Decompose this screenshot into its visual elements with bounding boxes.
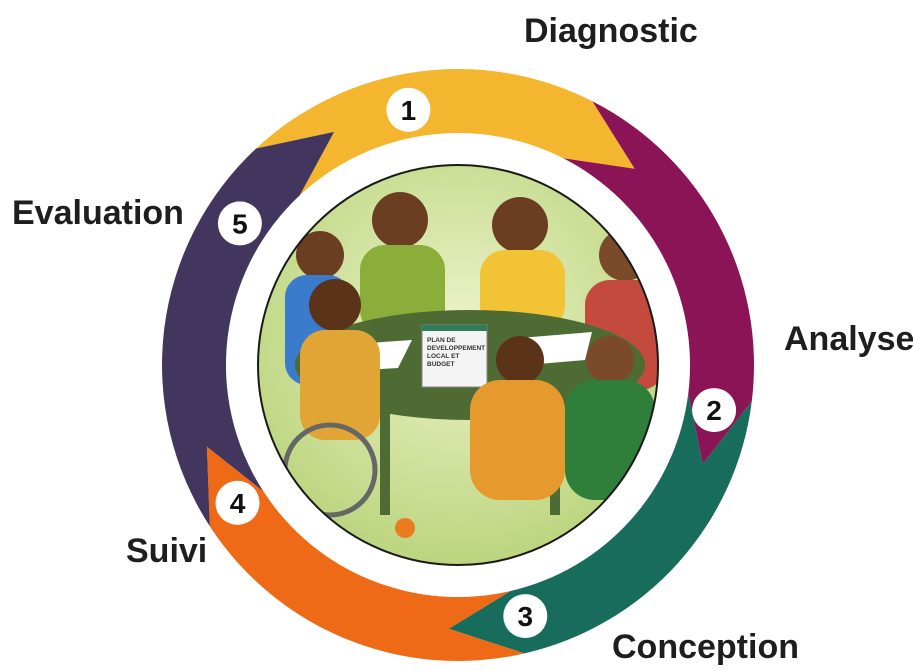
- step-badge-circle: [215, 480, 260, 525]
- step-number: 1: [401, 95, 417, 126]
- doc-line-2: DEVELOPPEMENT: [427, 345, 485, 352]
- cycle-ring: [162, 69, 755, 661]
- stage-label-evaluation: Evaluation: [12, 194, 184, 232]
- step-number: 2: [706, 395, 722, 426]
- step-badge-3: 3: [503, 594, 548, 639]
- step-number: 5: [232, 208, 248, 239]
- step-badge-1: 1: [386, 87, 431, 132]
- doc-line-3: LOCAL ET: [427, 353, 459, 360]
- step-badge-circle: [386, 87, 431, 132]
- step-number: 4: [230, 488, 246, 519]
- plan-document: PLAN DE DEVELOPPEMENT LOCAL ET BUDGET: [421, 324, 488, 388]
- cycle-arrow-diagnostic: [256, 69, 635, 196]
- cycle-arrow-evaluation: [162, 131, 335, 527]
- stage-label-conception: Conception: [612, 628, 799, 666]
- step-badges: 1 2 3 4 5: [215, 87, 737, 639]
- stage-label-analyse: Analyse: [784, 320, 913, 358]
- stage-label-diagnostic: Diagnostic: [524, 12, 698, 50]
- cycle-arrow-suivi: [206, 446, 525, 661]
- cycle-arrow-analyse: [563, 101, 755, 464]
- doc-line-1: PLAN DE: [427, 337, 456, 344]
- step-number: 3: [518, 601, 534, 632]
- person-figure: [300, 279, 380, 440]
- doc-line-4: BUDGET: [427, 361, 454, 368]
- stage-label-suivi: Suivi: [126, 532, 208, 570]
- person-figure: [480, 197, 565, 330]
- step-badge-circle: [692, 388, 737, 433]
- step-badge-2: 2: [692, 388, 737, 433]
- step-badge-circle: [217, 201, 262, 246]
- step-badge-circle: [503, 594, 548, 639]
- step-badge-5: 5: [217, 201, 262, 246]
- meeting-illustration: PLAN DE DEVELOPPEMENT LOCAL ET BUDGET: [246, 153, 670, 577]
- cycle-arrow-conception: [448, 393, 752, 654]
- step-badge-4: 4: [215, 480, 260, 525]
- person-figure: [470, 336, 565, 500]
